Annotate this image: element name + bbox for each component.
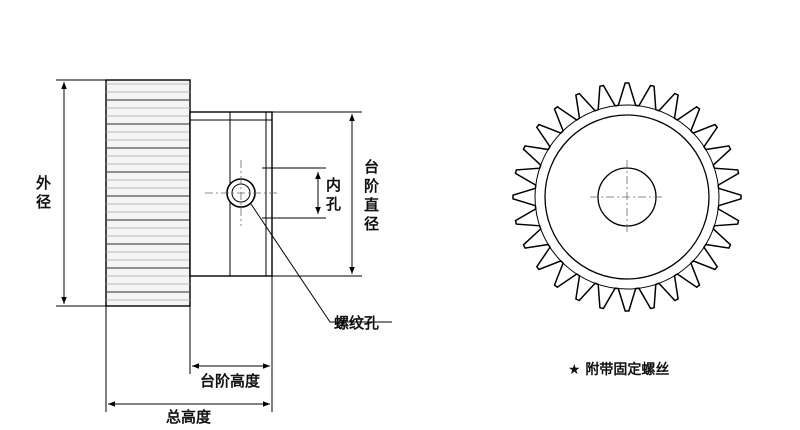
hub-diameter-label-1: 台 [364,158,379,176]
outer-diameter-label-1: 外 [35,174,51,192]
side-view: 外 径 内 孔 台 阶 直 径 螺纹孔 台阶高度 总高度 [35,79,392,426]
hub-diameter-label-2: 阶 [364,177,380,195]
hub-circle [544,114,710,280]
inner-bore-label-1: 内 [326,176,341,194]
hub-diameter-label-3: 直 [364,196,379,214]
gear-body [105,79,191,307]
tooth-stripes [106,83,190,301]
inner-bore-label-2: 孔 [326,195,341,213]
included-screw-note: ★ 附带固定螺丝 [568,361,669,378]
outer-diameter-label-2: 径 [36,193,51,211]
hub-height-label: 台阶高度 [200,372,261,390]
set-screw-hole-label: 螺纹孔 [334,314,379,332]
total-height-label: 总高度 [166,408,212,426]
gear-root-circle [534,104,720,290]
hub-diameter-label-4: 径 [364,215,379,233]
front-view: ★ 附带固定螺丝 [512,82,742,378]
